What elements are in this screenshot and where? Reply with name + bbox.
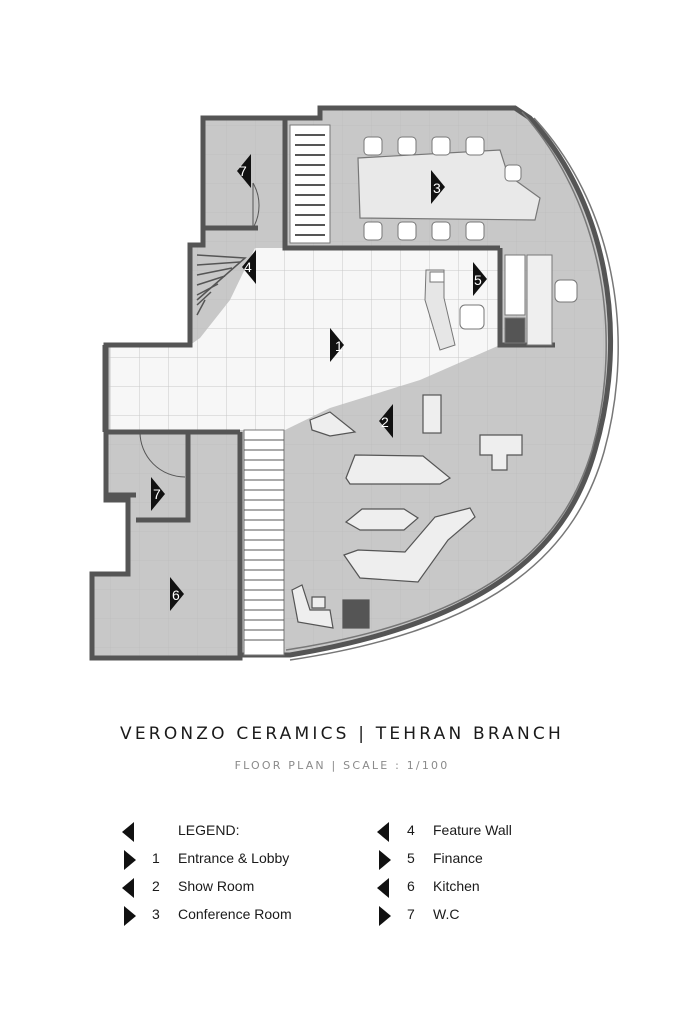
legend-label: Feature Wall xyxy=(433,822,512,838)
plan-title: VERONZO CERAMICS | TEHRAN BRANCH xyxy=(120,724,564,744)
room-marker-6: 6 xyxy=(170,577,184,611)
svg-text:6: 6 xyxy=(172,587,180,603)
legend-item: 4 Feature Wall xyxy=(377,818,657,846)
outer-wall xyxy=(89,105,614,661)
floor-plan-drawing: 1 2 3 4 5 6 7 7 xyxy=(89,105,619,661)
svg-text:3: 3 xyxy=(433,180,441,196)
legend-label: Kitchen xyxy=(433,878,480,894)
svg-text:2: 2 xyxy=(381,414,389,430)
legend-number: 6 xyxy=(407,878,415,894)
curved-glazing xyxy=(285,111,607,651)
plan-subtitle: FLOOR PLAN | SCALE : 1/100 xyxy=(234,759,450,772)
svg-text:1: 1 xyxy=(335,338,343,354)
room-marker-7-upper: 7 xyxy=(237,154,251,188)
svg-text:5: 5 xyxy=(474,272,482,288)
finance-furniture xyxy=(424,254,578,351)
legend-marker-left xyxy=(122,822,134,842)
legend-number: 1 xyxy=(152,850,160,866)
svg-text:7: 7 xyxy=(239,163,247,179)
legend-number: 2 xyxy=(152,878,160,894)
legend-marker-right xyxy=(379,906,391,926)
legend-label: W.C xyxy=(433,906,460,922)
legend-label: Entrance & Lobby xyxy=(178,850,290,866)
showroom-displays xyxy=(291,394,523,629)
legend-item: 5 Finance xyxy=(377,846,657,874)
conference-table xyxy=(357,149,541,221)
stairs-upper xyxy=(289,124,331,244)
legend-marker-left xyxy=(377,878,389,898)
legend-marker-right xyxy=(379,850,391,870)
legend-heading: LEGEND: xyxy=(178,822,240,838)
room-markers: 1 2 3 4 5 6 7 7 xyxy=(151,154,487,611)
legend-item: 1 Entrance & Lobby xyxy=(122,846,402,874)
legend-marker-right xyxy=(124,906,136,926)
legend-number: 3 xyxy=(152,906,160,922)
legend-item: 7 W.C xyxy=(377,902,657,930)
legend-number: 4 xyxy=(407,822,415,838)
doors xyxy=(139,182,260,478)
legend-number: 5 xyxy=(407,850,415,866)
legend-label: Show Room xyxy=(178,878,255,894)
spiral-stairs xyxy=(196,254,247,316)
legend-heading-row: LEGEND: xyxy=(122,818,402,846)
legend-label: Finance xyxy=(433,850,483,866)
stairs-main xyxy=(243,429,285,656)
legend-item: 6 Kitchen xyxy=(377,874,657,902)
room-marker-1: 1 xyxy=(330,328,344,362)
curved-glazing-outer xyxy=(289,117,619,661)
legend-marker-right xyxy=(124,850,136,870)
legend-item: 2 Show Room xyxy=(122,874,402,902)
room-marker-4: 4 xyxy=(242,250,256,284)
room-marker-7-lower: 7 xyxy=(151,477,165,511)
svg-text:4: 4 xyxy=(244,259,252,275)
legend-marker-left xyxy=(122,878,134,898)
legend-label: Conference Room xyxy=(178,906,292,922)
svg-text:7: 7 xyxy=(153,486,161,502)
room-marker-5: 5 xyxy=(473,262,487,296)
legend-marker-left xyxy=(377,822,389,842)
legend: LEGEND: 1 Entrance & Lobby 2 Show Room 3… xyxy=(0,818,684,948)
room-marker-2: 2 xyxy=(379,404,393,438)
room-marker-3: 3 xyxy=(431,170,445,204)
legend-item: 3 Conference Room xyxy=(122,902,402,930)
legend-number: 7 xyxy=(407,906,415,922)
conference-furniture xyxy=(357,136,541,241)
